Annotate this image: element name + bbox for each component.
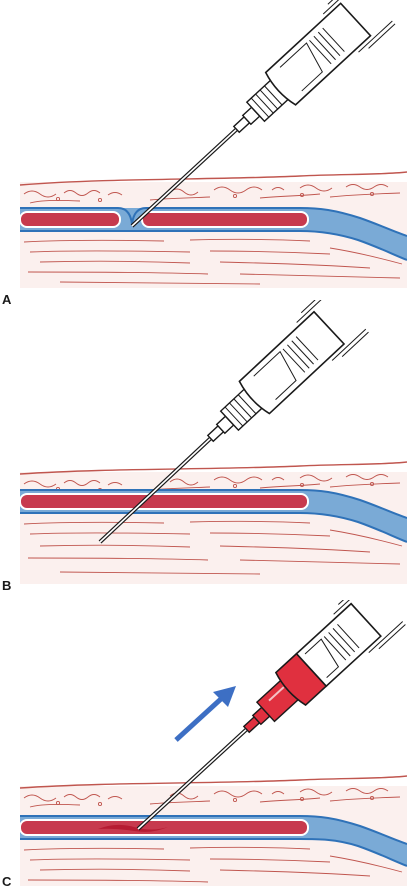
barrel-markings <box>279 0 396 92</box>
panel-a-illustration <box>19 0 407 288</box>
vein-lower-wall <box>20 838 407 867</box>
withdraw-arrow <box>174 686 236 742</box>
blood-column <box>19 493 309 510</box>
syringe-barrel <box>238 310 346 415</box>
blood-flash-at-tip <box>98 824 168 832</box>
blood-column-right <box>141 211 309 228</box>
panel-label-c: C <box>2 874 12 889</box>
needle-shaft <box>137 727 249 830</box>
panel-label-b: B <box>2 578 12 593</box>
deep-tissue-lines <box>23 238 403 285</box>
syringe-barrel <box>264 2 372 106</box>
needle-shaft <box>99 436 213 543</box>
barrel-markings <box>304 600 406 679</box>
syringe <box>232 0 396 134</box>
hub-ridges <box>250 85 283 118</box>
panel-a: A <box>0 0 407 307</box>
blood-flashback-chamber <box>274 652 328 707</box>
arrow-shaft <box>174 696 224 742</box>
skin-surface <box>19 775 407 789</box>
skin-surface <box>19 171 407 186</box>
panel-b-illustration <box>19 300 407 584</box>
syringe <box>242 600 406 734</box>
barrel-markings <box>253 300 369 400</box>
syringe <box>206 300 369 443</box>
needle-shaft <box>131 127 239 227</box>
blood-column-left <box>19 211 121 228</box>
vein-lower-wall <box>20 512 407 543</box>
skin-surface <box>19 461 407 475</box>
panel-b: B <box>0 300 407 600</box>
blood-column <box>19 819 309 836</box>
vein-upper-wall <box>20 815 407 845</box>
vein-lower-wall <box>20 230 407 261</box>
subcutaneous-layer <box>23 184 401 204</box>
panel-c-illustration <box>19 600 407 886</box>
panel-c: C <box>0 600 407 893</box>
arrow-head <box>213 686 236 707</box>
vein-upper-wall <box>20 207 407 237</box>
deep-tissue-lines <box>23 846 403 883</box>
subcutaneous-layer <box>23 474 401 494</box>
hub-ridges <box>224 394 257 427</box>
subcutaneous-layer <box>23 788 401 808</box>
vein-upper-wall <box>20 489 407 519</box>
hub-highlight <box>268 686 285 702</box>
tissue-layer <box>20 472 407 584</box>
deep-tissue-lines <box>23 520 403 575</box>
syringe-barrel <box>295 602 382 688</box>
panel-label-a: A <box>2 292 12 307</box>
